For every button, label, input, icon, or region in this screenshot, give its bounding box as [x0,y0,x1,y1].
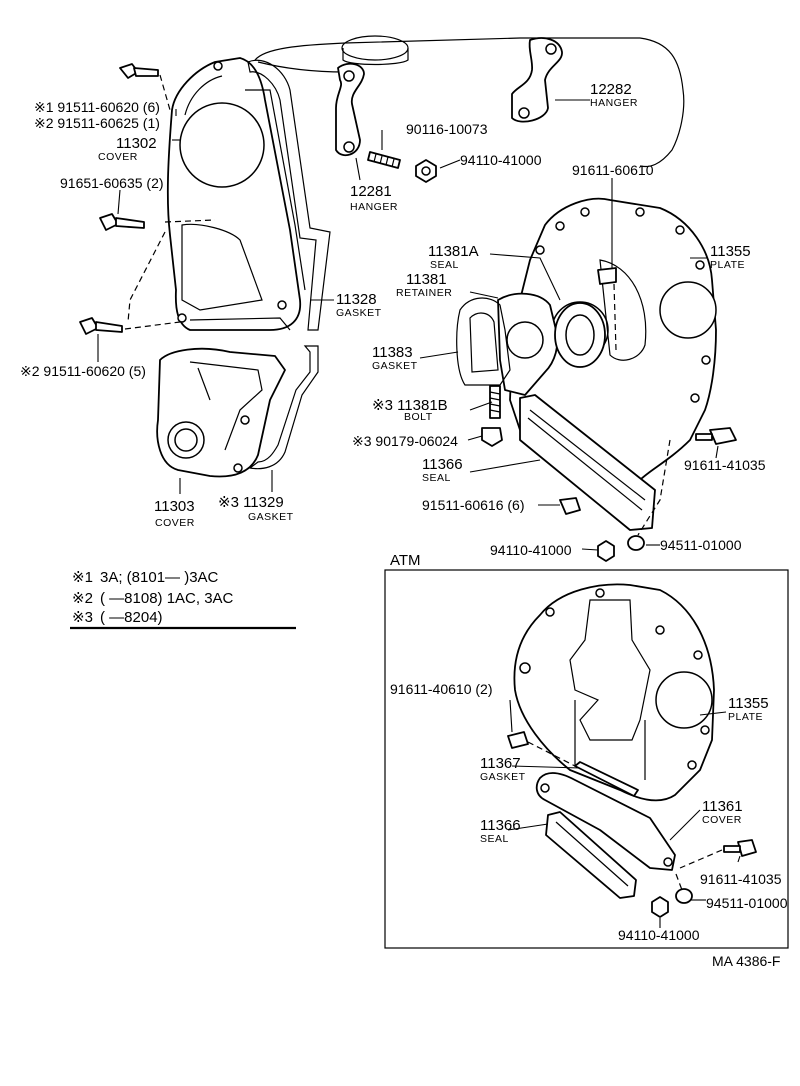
label-11302-name: COVER [98,151,138,163]
upper-timing-cover-11302 [166,57,306,331]
note-3: ※3 [72,609,93,626]
label-91611-60610: 91611-60610 [572,162,654,178]
label-11303-name: COVER [155,517,195,529]
bolt-91511-lower [79,317,123,335]
notes-legend: ※1 3A; (8101— )3AC ※2 ( —8108) 1AC, 3AC … [70,569,296,630]
label-atm-11361: 11361 [702,798,743,815]
label-11383-name: GASKET [372,360,418,372]
label-91511-60620: ※1 91511-60620 (6) [34,99,160,115]
note-3-text: ( —8204) [100,609,163,626]
gasket-11329 [248,345,319,470]
label-11381B-name: BOLT [404,411,433,423]
label-11366: 11366 [422,456,463,473]
label-atm-11367-name: GASKET [480,771,526,783]
label-atm-11366-name: SEAL [480,833,509,845]
bolt-91611-60610 [597,267,617,285]
label-11329: ※3 11329 [218,494,284,511]
label-atm-91611-40610: 91611-40610 (2) [390,681,492,697]
note-2-text: ( —8108) 1AC, 3AC [100,590,234,607]
label-atm-11361-name: COVER [702,814,742,826]
label-91611-41035: 91611-41035 [684,457,766,473]
label-94110-top: 94110-41000 [460,152,542,168]
atm-title: ATM [390,552,421,569]
note-1-text: 3A; (8101— )3AC [100,569,219,586]
label-atm-94511: 94511-01000 [706,895,788,911]
atm-nut-94110 [651,896,669,918]
label-11381A-name: SEAL [430,259,459,271]
lower-timing-cover-11303 [156,347,286,478]
label-90116: 90116-10073 [406,121,488,137]
engine-block-outline [254,35,685,168]
label-12281: 12281 [350,183,392,200]
label-12282-name: HANGER [590,97,638,109]
label-atm-11367: 11367 [480,755,521,772]
atm-bolt-91611-40610 [507,731,529,749]
stud-90116 [367,151,401,169]
label-11328: 11328 [336,291,377,308]
atm-bolt-91611-41035 [723,839,757,857]
label-11381B: ※3 11381B [372,397,448,414]
hanger-12282 [511,37,563,123]
label-atm-94110: 94110-41000 [618,927,700,943]
atm-section: ATM [384,552,789,949]
label-11383: 11383 [372,344,413,361]
label-94110-mid: 94110-41000 [490,542,572,558]
bolt-91511-60616 [559,497,581,515]
label-11381: 11381 [406,271,447,288]
label-atm-11355: 11355 [728,695,769,712]
atm-gasket-11367 [574,761,639,797]
atm-cover-11361 [535,772,676,871]
label-11328-name: GASKET [336,307,382,319]
atm-washer-94511 [675,888,693,904]
nut-94110-top [415,159,437,183]
label-11381-name: RETAINER [396,287,452,299]
label-91511-60625: ※2 91511-60625 (1) [34,115,160,131]
label-11303: 11303 [154,498,195,515]
atm-plate-11355 [513,583,715,802]
washer-94511-mid [627,535,645,551]
seal-11381A [554,302,606,368]
label-91651: 91651-60635 (2) [60,175,164,191]
bolt-91651 [99,213,145,231]
label-11366-name: SEAL [422,472,451,484]
part-labels: ※1 91511-60620 (6) ※2 91511-60625 (1) 11… [20,81,788,969]
label-11355: 11355 [710,243,751,260]
bolt-91611-41035 [695,427,737,445]
leader-lines [97,99,741,928]
nut-94110-mid [597,540,615,562]
retainer-11381 [497,292,559,396]
gasket-11383 [456,297,511,386]
note-1: ※1 [72,569,93,586]
bolt-11381B [489,385,501,419]
label-11329-name: GASKET [248,511,294,523]
label-90179: ※3 90179-06024 [352,433,458,449]
gasket-11328 [247,59,331,331]
note-2: ※2 [72,590,93,607]
label-12281-name: HANGER [350,201,398,213]
bolt-91511-top [119,63,159,79]
label-atm-11366: 11366 [480,817,521,834]
atm-seal-11366 [545,811,637,899]
label-12282: 12282 [590,81,632,98]
label-11381A: 11381A [428,243,479,260]
label-atm-91611-41035: 91611-41035 [700,871,782,887]
footer-code: MA 4386-F [712,953,780,969]
label-91511-60616: 91511-60616 (6) [422,497,524,513]
label-atm-11355-name: PLATE [728,711,763,723]
label-94511-mid: 94511-01000 [660,537,742,553]
hanger-12281 [335,62,365,157]
label-91511-60620-lower: ※2 91511-60620 (5) [20,363,146,379]
label-11355-name: PLATE [710,259,745,271]
nut-90179 [481,427,503,447]
seal-11366 [519,394,656,531]
label-11302: 11302 [116,135,157,152]
